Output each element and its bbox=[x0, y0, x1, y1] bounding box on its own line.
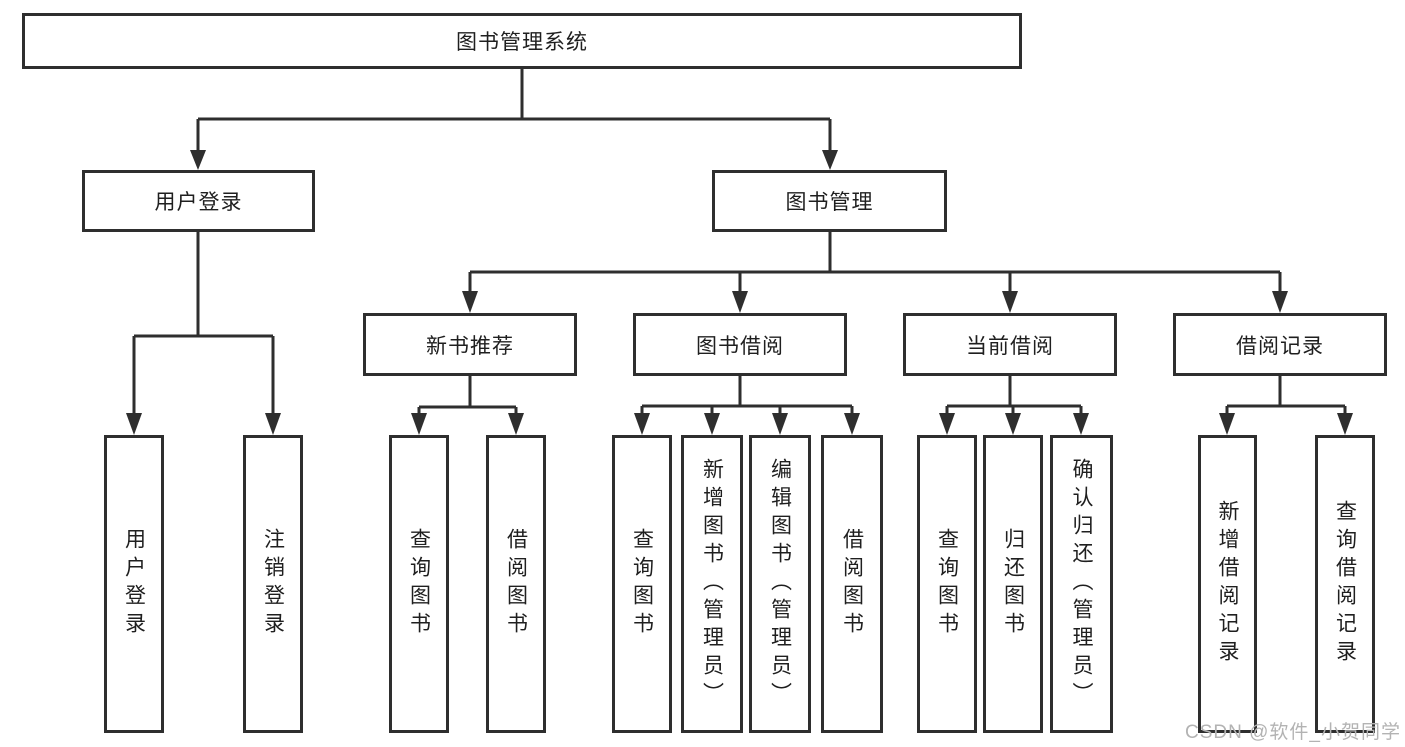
group-borrow-records: 借阅记录 bbox=[1173, 313, 1387, 376]
leaf-add-books-admin: 新增图书（管理员） bbox=[681, 435, 743, 733]
branch-book-management: 图书管理 bbox=[712, 170, 947, 232]
leaf-borrow-books: 借阅图书 bbox=[821, 435, 883, 733]
leaf-borrow-query-books: 查询图书 bbox=[612, 435, 672, 733]
leaf-edit-books-admin: 编辑图书（管理员） bbox=[749, 435, 811, 733]
leaf-confirm-return-admin: 确认归还（管理员） bbox=[1050, 435, 1113, 733]
group-current-borrow: 当前借阅 bbox=[903, 313, 1117, 376]
leaf-add-borrow-record: 新增借阅记录 bbox=[1198, 435, 1257, 733]
group-new-book-recommend: 新书推荐 bbox=[363, 313, 577, 376]
leaf-current-query-books: 查询图书 bbox=[917, 435, 977, 733]
node-root: 图书管理系统 bbox=[22, 13, 1022, 69]
leaf-return-books: 归还图书 bbox=[983, 435, 1043, 733]
leaf-logout: 注销登录 bbox=[243, 435, 303, 733]
leaf-user-login: 用户登录 bbox=[104, 435, 164, 733]
branch-user-login: 用户登录 bbox=[82, 170, 315, 232]
group-book-borrow: 图书借阅 bbox=[633, 313, 847, 376]
leaf-query-borrow-record: 查询借阅记录 bbox=[1315, 435, 1375, 733]
leaf-recommend-borrow-books: 借阅图书 bbox=[486, 435, 546, 733]
leaf-recommend-query-books: 查询图书 bbox=[389, 435, 449, 733]
csdn-watermark: CSDN @软件_小贺同学 bbox=[1185, 722, 1401, 743]
